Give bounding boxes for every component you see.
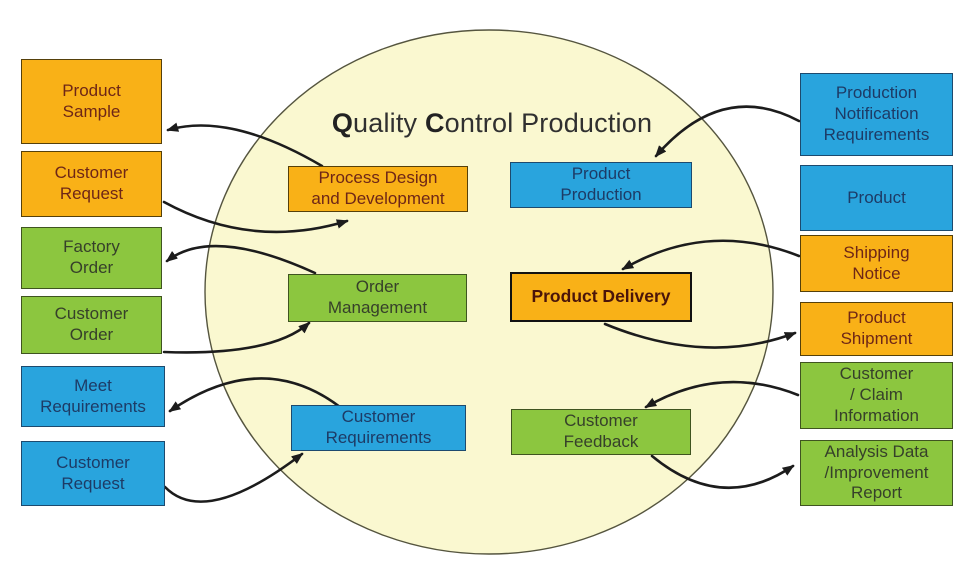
box-meet-requirements: Meet Requirements [21,366,165,427]
arrow-shipping-notice-to-product-delivery [621,239,801,271]
box-product-shipment: Product Shipment [800,302,953,356]
title-c: C [424,108,445,138]
box-customer-request-bottom-label: Customer Request [56,452,130,493]
box-product-delivery-label: Product Delivery [531,286,671,307]
arrow-claim-information-to-customer-feedback [644,380,800,409]
box-production-notification-label: Production Notification Requirements [823,83,930,144]
box-factory-order-label: Factory Order [63,237,120,277]
arrow-production-notification-to-product-production [654,105,801,158]
box-customer-claim-label: Customer / Claim Information [833,364,920,425]
box-production-notification-requirements: Production Notification Requirements [800,73,953,156]
box-customer-order-label: Customer Order [54,304,129,344]
arrow-customer-order-to-order-management [162,321,311,354]
box-product-sample-label: Product Sample [62,80,121,121]
box-product-label: Product [847,187,906,207]
title-q: Q [331,108,354,138]
box-shipping-notice-label: Shipping Notice [843,242,910,283]
box-process-design-label: Process Design and Development [311,168,445,208]
box-customer-feedback: Customer Feedback [511,409,691,455]
box-customer-request-bottom: Customer Request [21,441,165,506]
title-uality: uality [353,108,425,138]
title-rest: ontrol Production [444,108,653,138]
box-product-production-label: Product Production [560,164,642,204]
arrow-customer-requirements-to-meet-requirements [168,377,342,413]
box-analysis-data-label: Analysis Data /Improvement Report [824,441,929,503]
box-shipping-notice: Shipping Notice [800,235,953,292]
box-customer-requirements: Customer Requirements [291,405,466,451]
box-process-design-and-development: Process Design and Development [288,166,468,212]
box-order-management-label: Order Management [327,277,428,317]
arrow-order-management-to-factory-order [165,244,317,275]
box-customer-request-top-label: Customer Request [54,163,129,203]
box-analysis-data-improvement-report: Analysis Data /Improvement Report [800,440,953,506]
arrow-customer-request-to-process-design [162,200,349,234]
box-product-production: Product Production [510,162,692,208]
diagram-title: Quality Control Production [287,108,697,139]
box-customer-order: Customer Order [21,296,162,354]
box-product-shipment-label: Product Shipment [840,308,913,348]
box-customer-claim-information: Customer / Claim Information [800,362,953,429]
box-customer-requirements-label: Customer Requirements [325,407,432,447]
box-customer-feedback-label: Customer Feedback [563,411,639,451]
box-factory-order: Factory Order [21,227,162,289]
arrow-process-design-to-product-sample [166,122,324,168]
box-product-sample: Product Sample [21,59,162,144]
box-product: Product [800,165,953,231]
box-meet-requirements-label: Meet Requirements [40,375,146,416]
arrow-product-delivery-to-product-shipment [603,322,797,349]
arrow-customer-feedback-to-analysis-report [650,454,795,490]
box-customer-request-top: Customer Request [21,151,162,217]
arrow-customer-request-to-customer-requirements [163,452,304,503]
box-product-delivery: Product Delivery [510,272,692,322]
box-order-management: Order Management [288,274,467,322]
